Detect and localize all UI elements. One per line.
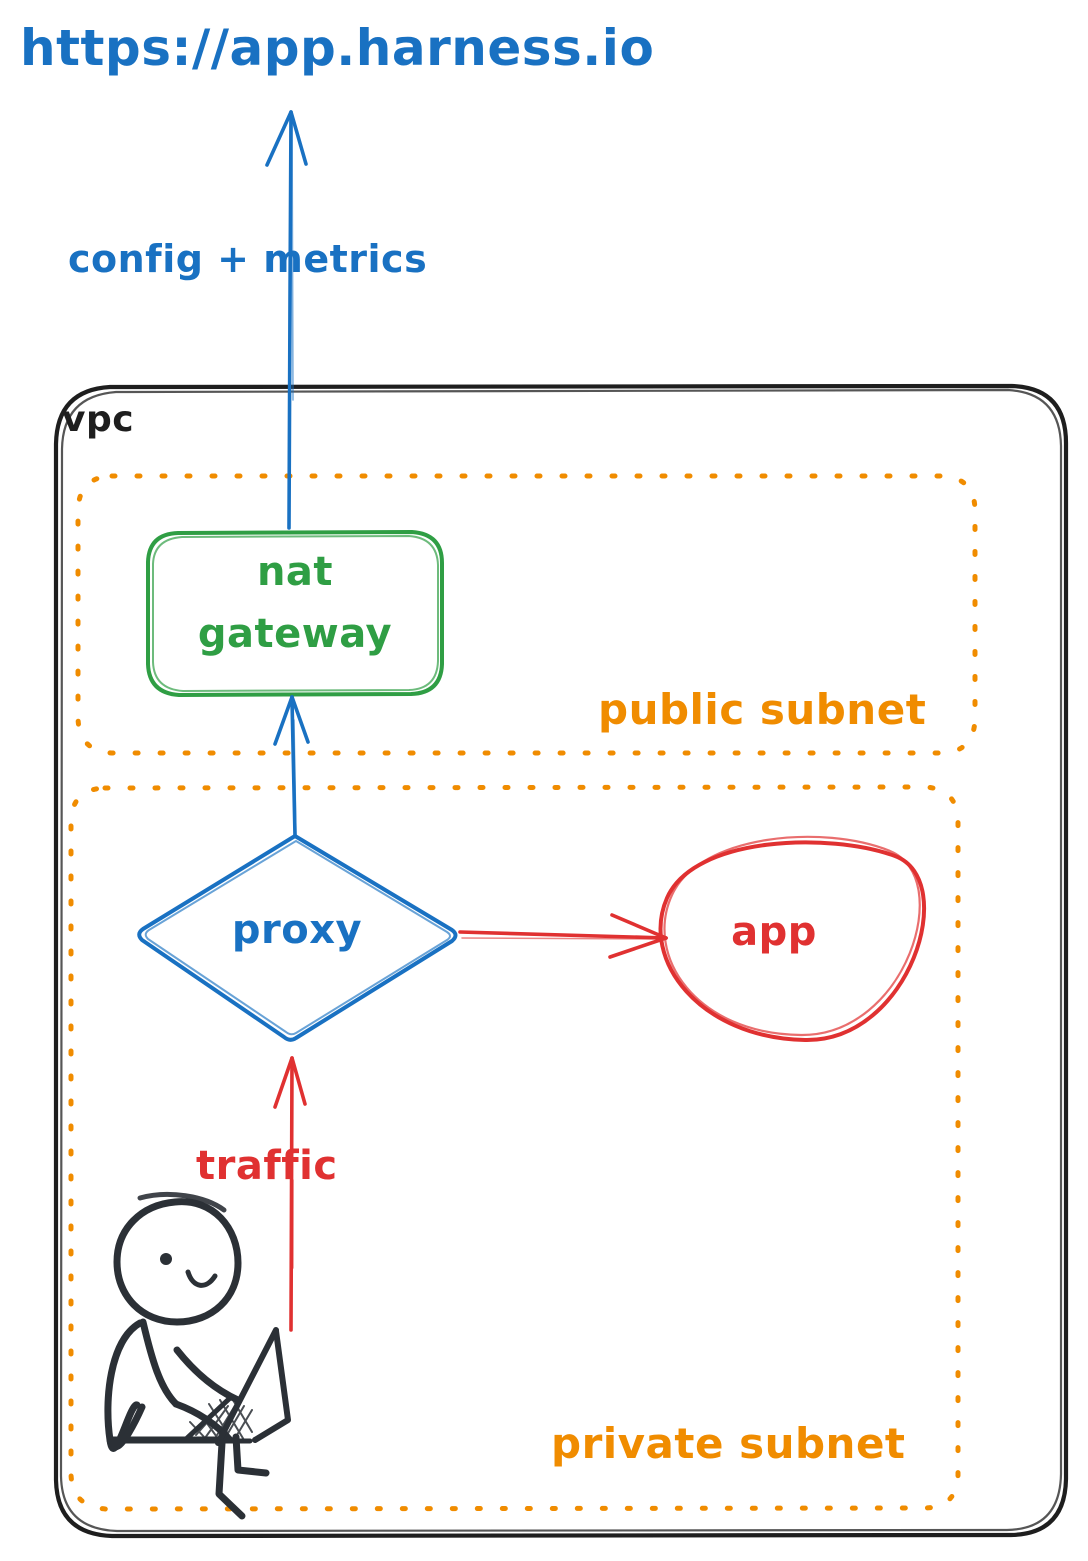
arrow-proxy-to-nat xyxy=(273,695,310,838)
app-shape[interactable] xyxy=(658,835,927,1043)
nat-gateway-label-line2: gateway xyxy=(197,611,393,657)
private-subnet-boundary xyxy=(68,784,961,1512)
nat-gateway-shape[interactable] xyxy=(146,530,444,697)
private-subnet-label: private subnet xyxy=(551,1419,906,1468)
internet-endpoint-url[interactable]: https://app.harness.io xyxy=(20,19,655,77)
edge-label-config-metrics: config + metrics xyxy=(68,237,428,281)
app-label: app xyxy=(731,909,817,955)
nat-gateway-label-line1: nat xyxy=(256,549,334,595)
arrow-nat-to-internet xyxy=(265,110,308,530)
vpc-label: vpc xyxy=(62,399,135,440)
user-stick-figure-icon xyxy=(104,1191,291,1520)
public-subnet-boundary xyxy=(75,473,978,756)
edge-label-traffic: traffic xyxy=(196,1143,338,1189)
arrow-proxy-to-app xyxy=(458,913,668,959)
proxy-label: proxy xyxy=(231,907,363,953)
vpc-boundary xyxy=(53,383,1069,1539)
proxy-shape[interactable] xyxy=(137,834,458,1042)
public-subnet-label: public subnet xyxy=(598,685,927,734)
arrow-user-to-proxy xyxy=(273,1056,307,1332)
